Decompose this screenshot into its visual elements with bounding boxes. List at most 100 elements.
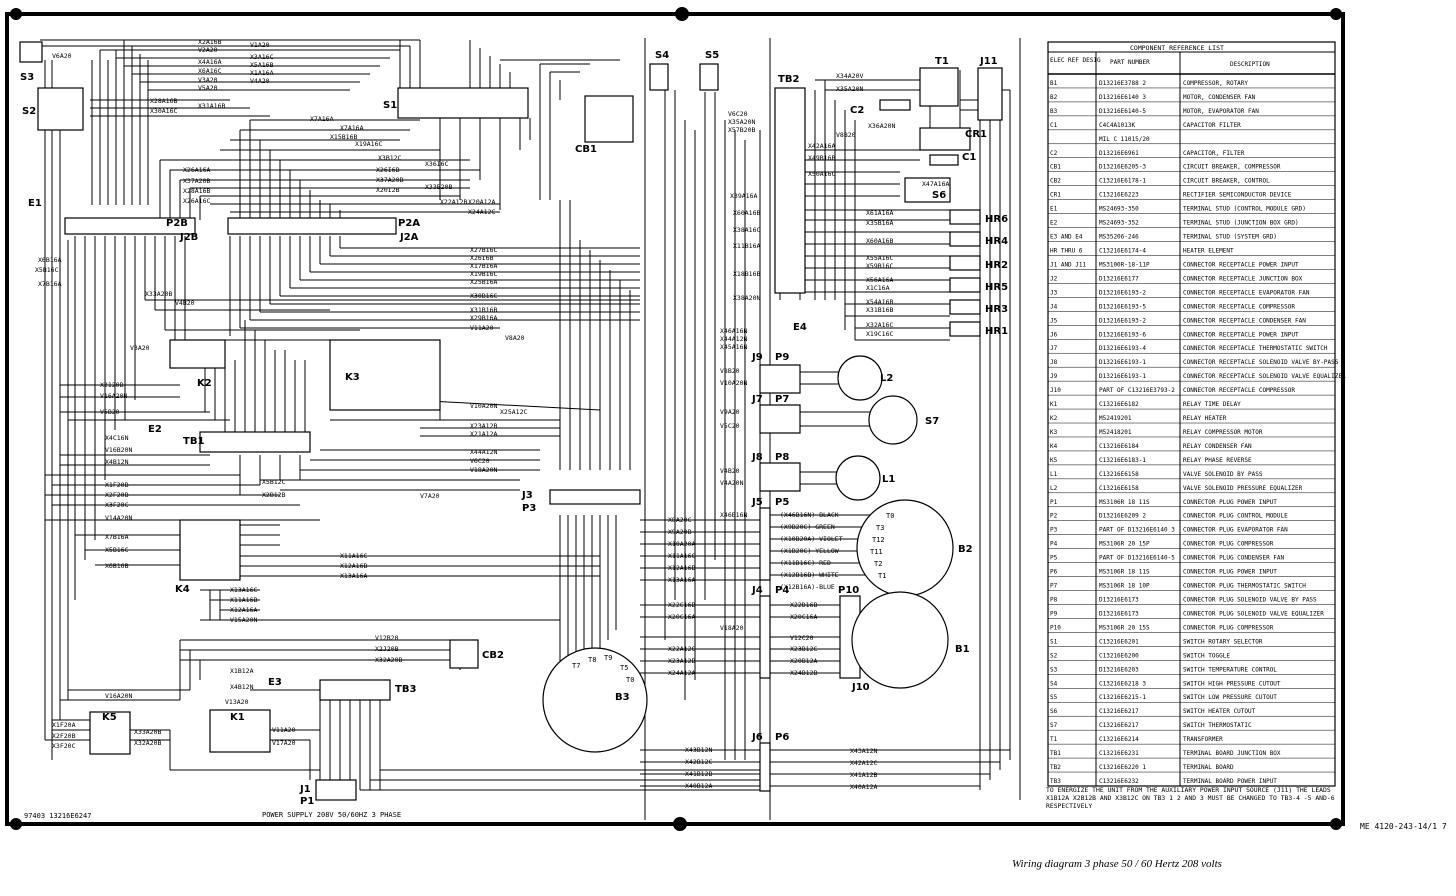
wire-label: X50A16C	[808, 170, 835, 178]
tb1-label: TB1	[183, 436, 204, 447]
k5-box	[89, 711, 131, 755]
hr4-box	[949, 231, 981, 247]
wire-label: X45A16N	[720, 343, 747, 351]
k2-label: K2	[197, 378, 212, 389]
j9-connector	[759, 364, 801, 394]
s3-box	[19, 41, 43, 63]
k3-label: K3	[345, 372, 360, 383]
part-number-cell: MS3106R 18 11S	[1099, 569, 1150, 576]
description-cell: MOTOR, EVAPORATOR FAN	[1183, 108, 1259, 115]
p8-label: P8	[775, 452, 789, 463]
part-number-cell: D13216E6205-3	[1099, 164, 1146, 171]
part-number-cell: C13216E6158	[1099, 485, 1139, 492]
part-number-cell: C13216E6182	[1099, 401, 1139, 408]
wire-label: X27B16C	[470, 246, 497, 254]
j8-connector	[759, 462, 801, 492]
ref-desig-cell: P1	[1050, 499, 1058, 506]
p6-label: P6	[775, 732, 789, 743]
wire-label: V18A20N	[470, 466, 497, 474]
j6-connector	[759, 742, 771, 792]
p3-label: P3	[522, 503, 536, 514]
part-number-cell: C13216E6220 1	[1099, 764, 1146, 771]
description-cell: CONNECTOR RECEPTACLE COMPRESSOR	[1183, 387, 1295, 394]
c2-box	[879, 99, 911, 111]
c1-box	[929, 154, 959, 166]
s1-label: S1	[383, 100, 397, 111]
wire-label: V6A20	[52, 52, 72, 60]
cr1-box	[919, 127, 971, 151]
part-number-cell: D13216E6193-2	[1099, 289, 1146, 296]
j2a-label: J2A	[399, 232, 419, 243]
wire-label: V8B20	[836, 131, 856, 139]
wire-label: X26I6B	[470, 254, 494, 262]
part-number-cell: C13216E6223	[1099, 192, 1139, 199]
wire-label: X41B12B	[685, 770, 712, 778]
p2b-label: P2B	[166, 218, 188, 229]
wire-label: X38A16C	[733, 226, 760, 234]
wire-label: V16B20N	[105, 446, 132, 454]
wire-label: X19A16C	[355, 140, 382, 148]
part-number-cell: D13216E6193-6	[1099, 331, 1146, 338]
part-number-cell: MS3100R-18-11P	[1099, 261, 1150, 268]
p1-label: P1	[300, 796, 314, 807]
s5-box	[699, 63, 719, 91]
description-cell: CONNECTOR RECEPTACLE COMPRESSOR	[1183, 303, 1295, 310]
k1-box	[209, 709, 271, 753]
control-module-wiring	[40, 39, 761, 791]
ref-desig-cell: P8	[1050, 597, 1058, 604]
wire-label: X2120B	[100, 381, 124, 389]
wire-label: X61A16A	[866, 209, 893, 217]
ref-desig-cell: S4	[1050, 680, 1058, 687]
wire-label: X33A20B	[145, 290, 172, 298]
tb3-box	[319, 679, 391, 701]
ref-desig-cell: S3	[1050, 666, 1058, 673]
wire-label: X11B16A	[733, 242, 760, 250]
k4-box	[179, 519, 241, 581]
component-boxes	[19, 41, 1003, 801]
s3-label: S3	[20, 72, 34, 83]
wire-label: V8A20	[505, 334, 525, 342]
j6-label: J6	[751, 732, 763, 743]
cb2-box	[449, 639, 479, 669]
description-cell: CONNECTOR RECEPTACLE SOLENOID VALVE EQUA…	[1183, 373, 1346, 380]
part-number-cell: MS3106R 18 10P	[1099, 583, 1150, 590]
part-number-cell: D13216E6203	[1099, 666, 1139, 673]
ref-desig-cell: K3	[1050, 429, 1058, 436]
wire-label: X41A12B	[850, 771, 877, 779]
wire-label: X22C16B	[668, 601, 695, 609]
wire-label: X26I6B	[376, 166, 400, 174]
terminal-label: T0	[886, 512, 894, 520]
wire-label: X5A16B	[250, 61, 274, 69]
j3-connector	[549, 489, 641, 505]
description-cell: CIRCUIT BREAKER, COMPRESSOR	[1183, 164, 1281, 171]
description-cell: RELAY PHASE REVERSE	[1183, 457, 1252, 464]
wire-label: X24B12B	[790, 669, 817, 677]
description-cell: CONNECTOR RECEPTACLE JUNCTION BOX	[1183, 275, 1303, 282]
wire-label: V16A20N	[100, 392, 127, 400]
s7-switch	[868, 395, 918, 445]
part-number-cell: C13216E6158	[1099, 471, 1139, 478]
col-header-desc: DESCRIPTION	[1230, 61, 1270, 68]
ref-desig-cell: J6	[1050, 331, 1058, 338]
wire-label: X36A20N	[868, 122, 895, 130]
footer: 97403 13216E6247 POWER SUPPLY 208V 50/60…	[24, 811, 401, 820]
b3-label: B3	[615, 692, 630, 703]
wire-label: X24A12A	[668, 669, 695, 677]
part-number-cell: MS3106R 20 15P	[1099, 541, 1150, 548]
wire-label: X20C16A	[668, 613, 695, 621]
wire-label: X36I6C	[425, 160, 449, 168]
k1-label: K1	[230, 712, 245, 723]
ref-desig-cell: E2	[1050, 220, 1058, 227]
ref-desig-cell: K2	[1050, 415, 1058, 422]
wire-label: X12A16B	[340, 562, 367, 570]
